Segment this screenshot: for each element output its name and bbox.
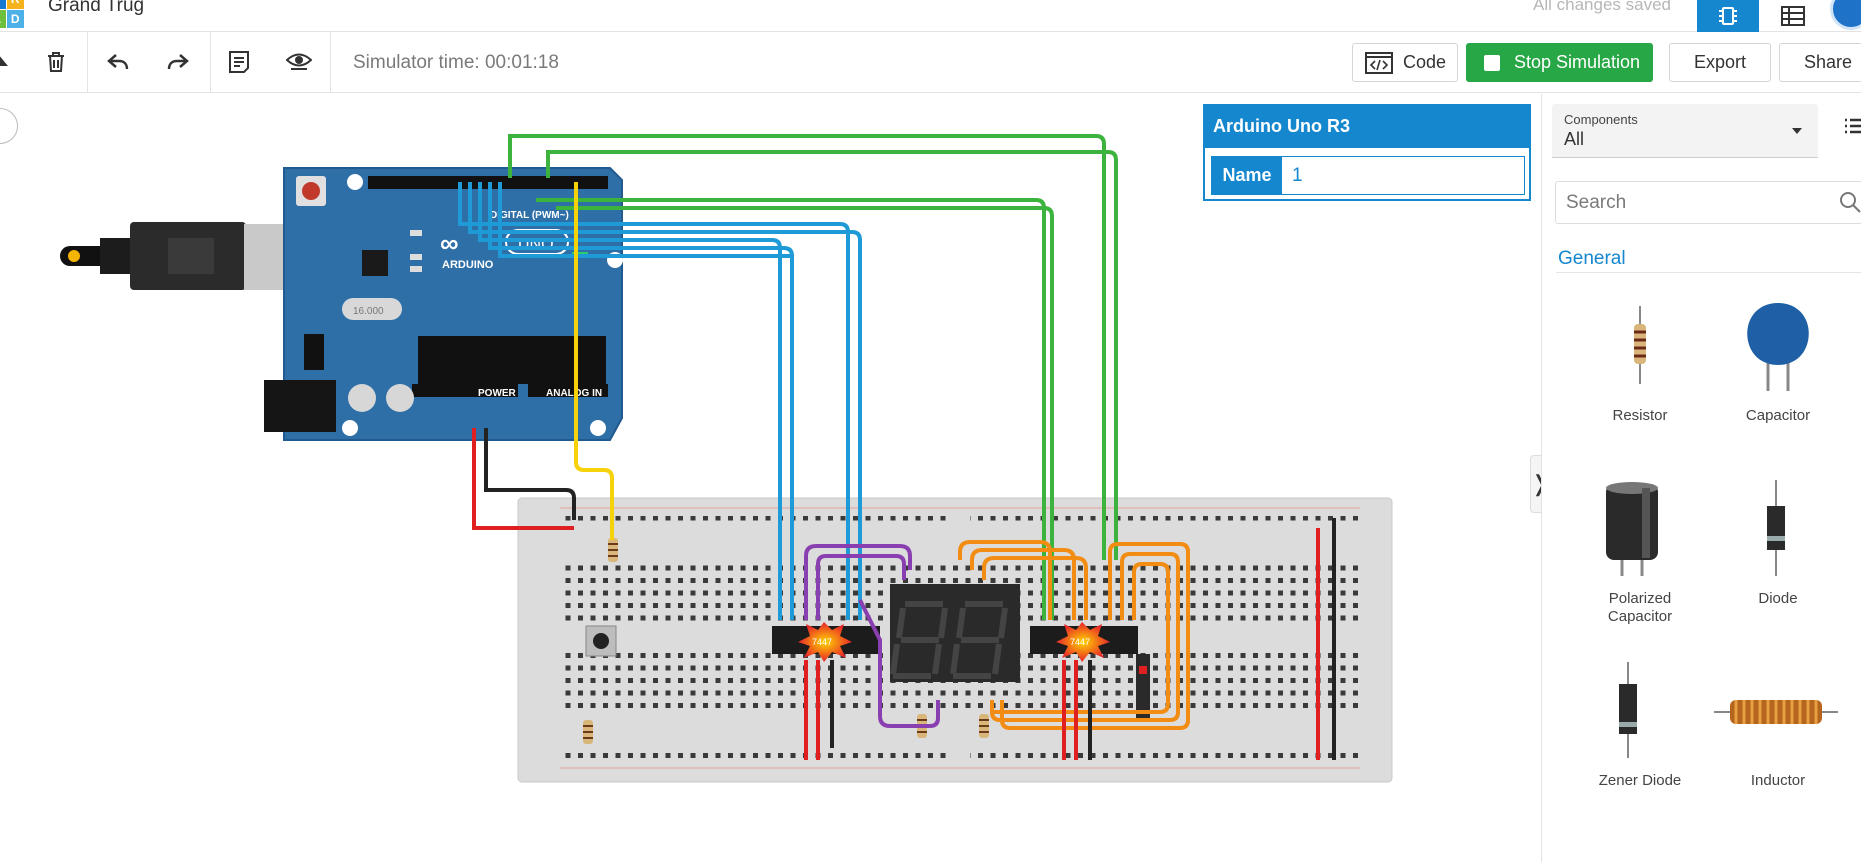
properties-panel: Arduino Uno R3 Name 1 [1203, 104, 1531, 201]
chip-icon [1719, 7, 1737, 25]
diode-icon[interactable] [1764, 480, 1788, 576]
name-field[interactable]: Name 1 [1211, 156, 1525, 195]
component-search-input[interactable]: Search [1555, 181, 1861, 224]
notes-icon [229, 51, 249, 73]
search-placeholder: Search [1566, 191, 1627, 213]
ic-label: 7447 [812, 637, 832, 647]
logo-letter: R [6, 0, 24, 9]
toolbar-divider [87, 32, 88, 93]
rotate-icon [0, 56, 8, 66]
ic-label: 7447 [1070, 637, 1090, 647]
wires[interactable] [458, 134, 1336, 760]
visibility-button[interactable] [281, 44, 317, 80]
table-icon [1781, 6, 1805, 26]
toolbar-divider [210, 32, 211, 93]
trash-icon [48, 52, 64, 72]
logo-letter: D [6, 9, 24, 28]
user-avatar[interactable] [1830, 0, 1861, 30]
undo-button[interactable] [100, 44, 136, 80]
editor-toolbar: Simulator time: 00:01:18 Code Stop Simul… [0, 32, 1861, 93]
components-filter-value: All [1564, 129, 1585, 149]
simulator-time: Simulator time: 00:01:18 [353, 52, 559, 73]
logo-letter: T [0, 0, 6, 9]
chevron-down-icon [1792, 128, 1802, 134]
share-button[interactable]: Share [1779, 43, 1861, 82]
ic-7447-left[interactable]: 7447 [772, 622, 880, 662]
redo-icon [167, 54, 189, 70]
rotate-tool[interactable] [0, 44, 22, 80]
components-panel: Components All Search General Resistor C… [1541, 94, 1861, 862]
circuit-drawing: 16.000 ∞ ARDUINO UNO DIGITAL (PWM~) POWE… [60, 134, 1393, 783]
push-button[interactable] [585, 625, 617, 657]
circuit-canvas[interactable]: 16.000 ∞ ARDUINO UNO DIGITAL (PWM~) POWE… [0, 94, 1540, 862]
name-input[interactable]: 1 [1292, 164, 1303, 186]
properties-title: Arduino Uno R3 [1205, 106, 1529, 148]
component-label: Inductor [1750, 772, 1806, 789]
project-title[interactable]: Grand Trug [48, 0, 145, 16]
delete-button[interactable] [38, 44, 74, 80]
logo-letter: A [0, 9, 6, 28]
redo-button[interactable] [160, 44, 196, 80]
resistor-left[interactable] [583, 720, 593, 744]
component-label: Diode [1758, 590, 1798, 607]
top-bar: T R A D Grand Trug All changes saved [0, 0, 1861, 32]
code-editor-icon [1365, 51, 1393, 74]
component-list-button[interactable] [1762, 0, 1824, 32]
power-header-label: POWER [478, 388, 517, 399]
undo-icon [107, 54, 129, 70]
stop-simulation-label: Stop Simulation [1514, 52, 1641, 72]
seven-segment-display[interactable] [890, 584, 1020, 682]
tinkercad-logo[interactable]: T R A D [0, 0, 24, 28]
share-label: Share [1804, 52, 1853, 72]
export-label: Export [1693, 52, 1747, 72]
resistor-icon[interactable] [1628, 306, 1652, 384]
usb-cable[interactable] [60, 222, 300, 290]
components-filter-label: Components [1564, 112, 1638, 127]
stop-icon [1484, 54, 1500, 71]
circuit-view-button[interactable] [1697, 0, 1759, 32]
arduino-uno-board[interactable]: 16.000 ∞ ARDUINO UNO DIGITAL (PWM~) POWE… [264, 167, 623, 441]
zener-diode-icon[interactable] [1616, 662, 1640, 758]
svg-text:∞: ∞ [440, 228, 459, 258]
arduino-brand: ARDUINO [442, 259, 494, 271]
components-filter-select[interactable]: Components All [1552, 104, 1818, 158]
notes-button[interactable] [221, 44, 257, 80]
inductor-icon[interactable] [1714, 694, 1838, 730]
name-label: Name [1212, 157, 1282, 194]
code-button-label: Code [1403, 52, 1447, 72]
toolbar-divider [330, 32, 331, 93]
resistor-pulldown[interactable] [608, 538, 618, 562]
capacitor-icon[interactable] [1742, 299, 1814, 391]
ic-7447-right[interactable]: 7447 [1030, 622, 1138, 662]
category-divider [1556, 272, 1861, 273]
resistor-right[interactable] [979, 714, 989, 738]
polarized-capacitor-icon[interactable] [1600, 480, 1664, 576]
category-general[interactable]: General [1558, 248, 1626, 269]
led-indicator[interactable] [1136, 654, 1150, 718]
list-view-icon[interactable] [1842, 116, 1861, 136]
crystal-label: 16.000 [353, 306, 384, 317]
component-label: Capacitor [1745, 407, 1811, 424]
export-button[interactable]: Export [1669, 43, 1771, 82]
search-icon[interactable] [1839, 191, 1861, 213]
stop-simulation-button[interactable]: Stop Simulation [1466, 43, 1653, 82]
eye-icon [286, 53, 312, 70]
save-status: All changes saved [1533, 0, 1671, 14]
component-label: Resistor [1612, 407, 1668, 424]
digital-header-label: DIGITAL (PWM~) [490, 210, 569, 221]
code-button[interactable]: Code [1352, 43, 1458, 82]
component-label: Zener Diode [1598, 772, 1682, 789]
